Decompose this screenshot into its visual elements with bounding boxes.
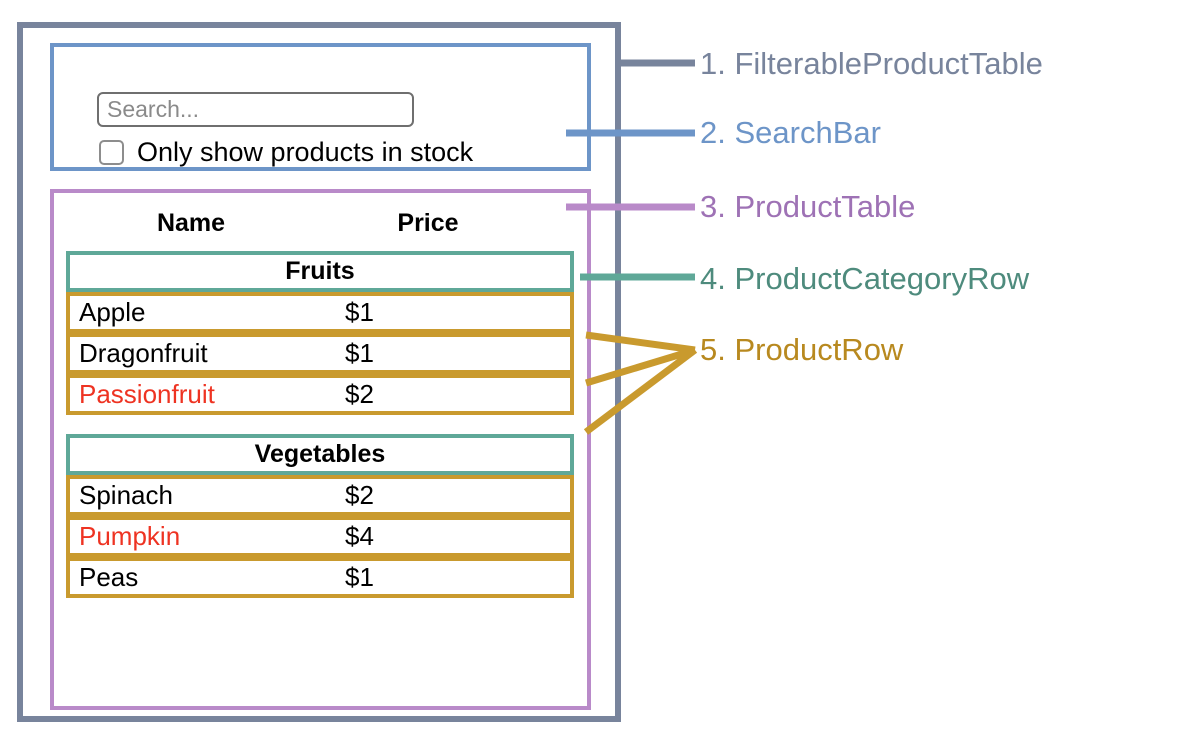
product-name: Apple bbox=[79, 297, 146, 327]
product-price: $1 bbox=[345, 338, 374, 368]
product-price: $1 bbox=[345, 297, 374, 327]
product-rows-area: Fruits Apple $1 Dragonfruit $1 Passionfr… bbox=[66, 251, 574, 598]
search-input[interactable] bbox=[97, 92, 414, 127]
product-name: Dragonfruit bbox=[79, 338, 208, 368]
in-stock-filter-row[interactable]: Only show products in stock bbox=[99, 139, 473, 166]
product-name: Passionfruit bbox=[79, 379, 215, 409]
product-name: Pumpkin bbox=[79, 521, 181, 551]
product-row[interactable]: Passionfruit $2 bbox=[66, 374, 574, 415]
product-name: Peas bbox=[79, 562, 139, 592]
product-name: Spinach bbox=[79, 480, 173, 510]
annotation-label-product-table: 3. ProductTable bbox=[700, 189, 916, 224]
search-bar: Only show products in stock bbox=[50, 43, 591, 171]
product-category-label: Fruits bbox=[285, 257, 355, 285]
product-category-row: Fruits bbox=[66, 251, 574, 292]
product-price: $4 bbox=[345, 521, 374, 551]
product-price: $2 bbox=[345, 379, 374, 409]
product-row[interactable]: Peas $1 bbox=[66, 557, 574, 598]
annotation-label-product-row: 5. ProductRow bbox=[700, 332, 904, 367]
filterable-product-table: Only show products in stock Name Price F… bbox=[17, 22, 621, 722]
product-row[interactable]: Pumpkin $4 bbox=[66, 516, 574, 557]
annotation-label-product-category-row: 4. ProductCategoryRow bbox=[700, 261, 1030, 296]
product-row[interactable]: Spinach $2 bbox=[66, 475, 574, 516]
product-table-header: Name Price bbox=[54, 201, 587, 245]
annotation-label-search-bar: 2. SearchBar bbox=[700, 115, 881, 150]
in-stock-label: Only show products in stock bbox=[137, 137, 474, 167]
product-price: $2 bbox=[345, 480, 374, 510]
product-row[interactable]: Apple $1 bbox=[66, 292, 574, 333]
product-category-row: Vegetables bbox=[66, 434, 574, 475]
group-separator bbox=[66, 415, 574, 434]
product-category-label: Vegetables bbox=[254, 440, 386, 468]
in-stock-checkbox[interactable] bbox=[99, 140, 124, 165]
annotation-label-filterable-product-table: 1. FilterableProductTable bbox=[700, 46, 1043, 81]
product-price: $1 bbox=[345, 562, 374, 592]
column-header-price: Price bbox=[397, 208, 459, 237]
product-row[interactable]: Dragonfruit $1 bbox=[66, 333, 574, 374]
product-table: Name Price Fruits Apple $1 Dragonfruit $… bbox=[50, 189, 591, 710]
column-header-name: Name bbox=[156, 208, 226, 237]
